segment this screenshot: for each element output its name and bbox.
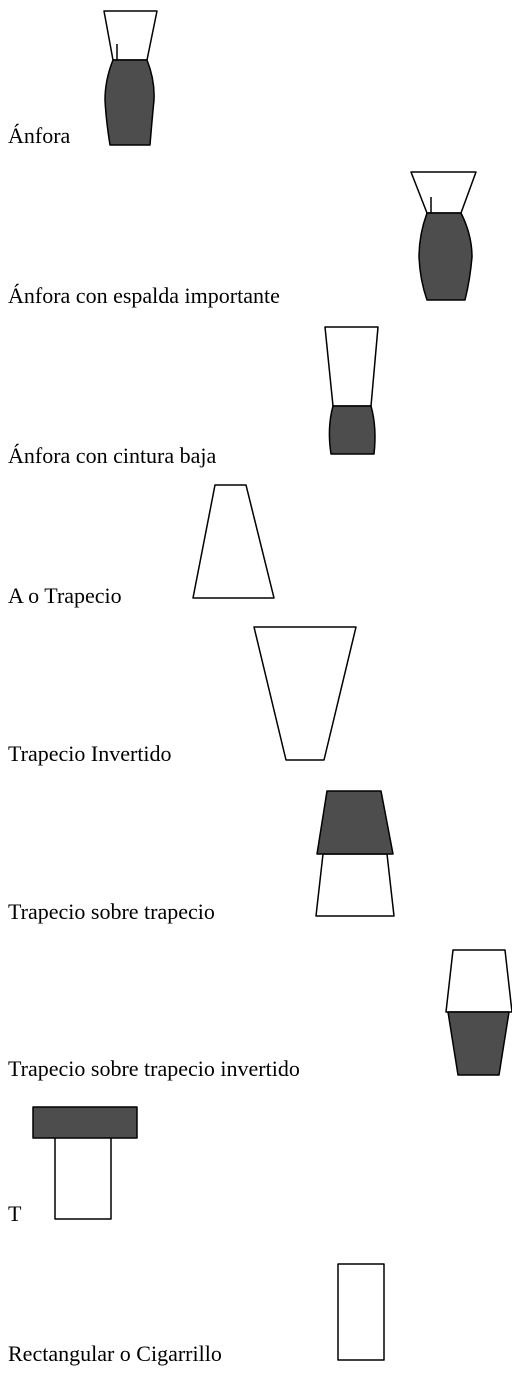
rectangle-cigarette-silhouette-icon xyxy=(337,1263,385,1361)
label-trapecio: A o Trapecio xyxy=(8,583,122,608)
t-silhouette-icon xyxy=(32,1106,138,1220)
label-anfora: Ánfora xyxy=(8,123,71,148)
amphora-low-waist-silhouette-icon xyxy=(324,326,379,455)
trapeze-silhouette-icon xyxy=(192,484,275,599)
amphora-strong-back-silhouette-icon xyxy=(410,171,477,301)
trapeze-over-inverted-trapeze-silhouette-icon xyxy=(445,949,512,1076)
inverted-trapeze-silhouette-icon xyxy=(253,626,357,761)
amphora-silhouette-icon xyxy=(103,10,158,146)
label-rectangular: Rectangular o Cigarrillo xyxy=(8,1341,222,1366)
label-trapecio-invertido: Trapecio Invertido xyxy=(8,741,172,766)
label-anfora-espalda: Ánfora con espalda importante xyxy=(8,283,280,308)
trapeze-over-trapeze-silhouette-icon xyxy=(315,790,395,917)
label-trapecio-sobre-invertido: Trapecio sobre trapecio invertido xyxy=(8,1056,300,1081)
label-anfora-cintura-baja: Ánfora con cintura baja xyxy=(8,443,217,468)
label-t: T xyxy=(8,1201,22,1226)
label-trapecio-sobre-trapecio: Trapecio sobre trapecio xyxy=(8,899,215,924)
